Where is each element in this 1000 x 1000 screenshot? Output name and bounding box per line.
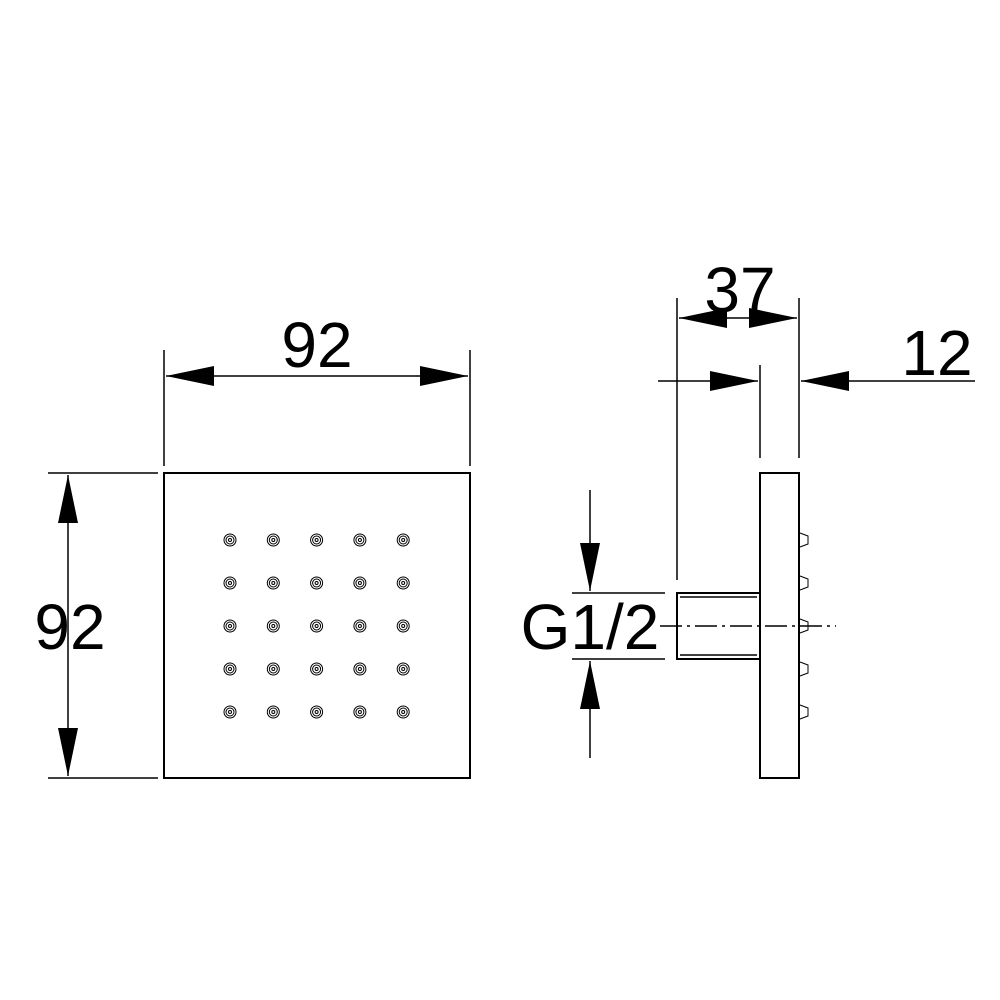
nozzle (355, 707, 365, 717)
nozzle (268, 621, 278, 631)
nozzle (228, 667, 232, 671)
nozzle (268, 535, 278, 545)
nozzle (353, 705, 367, 719)
nozzle (312, 664, 322, 674)
nozzle (401, 538, 406, 542)
nozzle (398, 621, 408, 631)
nozzle (398, 664, 408, 674)
front-view (163, 472, 471, 779)
nozzle (310, 533, 324, 547)
nozzle (268, 707, 278, 717)
nozzle (312, 707, 322, 717)
nozzle (310, 619, 324, 633)
nozzle (271, 710, 276, 714)
front-height-label: 92 (34, 591, 105, 663)
nozzle (266, 576, 280, 590)
nozzle (225, 535, 235, 545)
nozzle-grid (223, 533, 410, 719)
nozzle (355, 578, 365, 588)
nozzle (223, 619, 237, 633)
side-nozzle (799, 704, 809, 720)
nozzle (401, 581, 406, 585)
thread-label: G1/2 (521, 591, 660, 663)
nozzle (266, 705, 280, 719)
nozzle (401, 710, 406, 714)
nozzle (398, 535, 408, 545)
thickness-label: 12 (901, 317, 972, 389)
nozzle (398, 578, 408, 588)
dim-front-height: 92 (34, 472, 158, 779)
nozzle (266, 533, 280, 547)
nozzle (310, 705, 324, 719)
side-view (660, 472, 836, 779)
nozzle (266, 619, 280, 633)
nozzle (310, 662, 324, 676)
nozzle (314, 538, 319, 542)
dim-thread: G1/2 (521, 490, 665, 758)
nozzle (353, 662, 367, 676)
nozzle (271, 667, 276, 671)
nozzle (268, 578, 278, 588)
side-nozzle (799, 532, 809, 548)
nozzle (223, 533, 237, 547)
nozzle (228, 538, 232, 542)
nozzle (312, 621, 322, 631)
nozzle (353, 533, 367, 547)
side-nozzle (799, 661, 809, 677)
nozzle (312, 578, 322, 588)
nozzle (314, 624, 319, 628)
nozzle (225, 621, 235, 631)
nozzle (355, 535, 365, 545)
nozzle (266, 662, 280, 676)
nozzle (353, 619, 367, 633)
nozzle (228, 710, 232, 714)
nozzle (357, 624, 362, 628)
nozzle (355, 664, 365, 674)
nozzle (357, 581, 362, 585)
nozzle (225, 707, 235, 717)
nozzle (228, 624, 232, 628)
nozzle (396, 533, 410, 547)
side-nozzle (799, 575, 809, 591)
nozzle (401, 624, 406, 628)
nozzle (271, 538, 276, 542)
dim-front-width: 92 (163, 309, 471, 466)
nozzle (396, 576, 410, 590)
nozzle (268, 664, 278, 674)
nozzle (314, 581, 319, 585)
nozzle (396, 705, 410, 719)
front-plate-outline (163, 472, 471, 779)
nozzle (225, 664, 235, 674)
nozzle (271, 581, 276, 585)
nozzle (398, 707, 408, 717)
nozzle (357, 710, 362, 714)
nozzle (396, 662, 410, 676)
dim-depth: 37 (676, 254, 800, 580)
nozzle (396, 619, 410, 633)
nozzle (228, 581, 232, 585)
nozzle (355, 621, 365, 631)
nozzle (314, 667, 319, 671)
nozzle (312, 535, 322, 545)
nozzle (223, 662, 237, 676)
nozzle (310, 576, 324, 590)
nozzle (357, 538, 362, 542)
nozzle (223, 705, 237, 719)
nozzle (401, 667, 406, 671)
nozzle (314, 710, 319, 714)
nozzle (271, 624, 276, 628)
nozzle (225, 578, 235, 588)
depth-label: 37 (704, 254, 775, 326)
nozzle (357, 667, 362, 671)
front-width-label: 92 (281, 309, 352, 381)
dim-plate-thickness: 12 (658, 317, 975, 458)
nozzle (353, 576, 367, 590)
nozzle (223, 576, 237, 590)
